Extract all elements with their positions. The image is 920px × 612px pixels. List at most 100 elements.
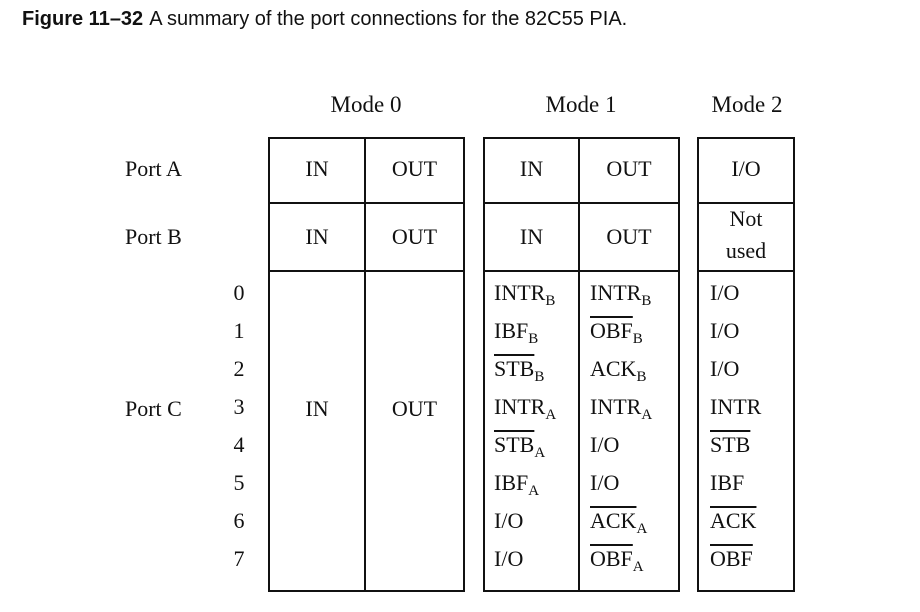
mode-1-port-c-out-bit-3: INTRA [590, 394, 652, 424]
mode-1-port-c-out-bit-0: INTRB [590, 280, 651, 310]
mode-1-port-c-in-bit-3-subscript: A [545, 407, 557, 423]
mode-1-port-c-in-bit-0-text: INTR [494, 280, 546, 305]
mode-1-port-c-in-bit-3-text: INTR [494, 394, 546, 419]
mode-2-port-c-bit-5: IBF [710, 470, 744, 496]
mode-1-port-c-out-bit-1-text: OBF [590, 318, 633, 343]
mode-1-port-c-in-bit-2-subscript: B [534, 369, 545, 385]
mode-1-port-c-out-bit-6-subscript: A [636, 521, 648, 537]
port-c-bit-2: 2 [233, 356, 245, 381]
mode-2-port-c-bit-1: I/O [710, 318, 739, 344]
mode-0-table [268, 137, 465, 592]
mode-2-port-c-bit-7: OBF [710, 546, 753, 572]
mode-1-port-c-out-bit-2-text: ACK [590, 356, 637, 381]
port-c-bit-7: 7 [233, 546, 245, 571]
mode-2-port-c-bit-2: I/O [710, 356, 739, 382]
mode-1-port-c-in-bit-5-subscript: A [528, 483, 540, 499]
mode-2-port-c-bit-3: INTR [710, 394, 761, 420]
mode-0-row-divider-ab [268, 202, 465, 204]
mode-2-port-c-bit-7-text: OBF [710, 546, 753, 571]
figure-number: Figure 11–32 [22, 8, 144, 30]
mode-1-port-c-in-bit-1: IBFB [494, 318, 538, 348]
mode-1-port-c-out-bit-7-text: OBF [590, 546, 633, 571]
mode-1-port-c-out-bit-3-text: INTR [590, 394, 642, 419]
mode-0-row-divider-bc [268, 270, 465, 272]
mode-0-port-a-in: IN [305, 156, 329, 181]
mode-1-port-c-out-bit-3-subscript: A [641, 407, 653, 423]
mode-0-port-b-out: OUT [391, 224, 438, 249]
mode-1-port-c-in-bit-6-text: I/O [494, 508, 524, 533]
mode-1-table [483, 137, 680, 592]
port-a-label: Port A [125, 156, 182, 181]
mode-1-port-c-out-bit-4-text: I/O [590, 432, 620, 457]
mode-2-port-c-bit-4: STB [710, 432, 750, 458]
mode-1-port-c-out-bit-5-text: I/O [590, 470, 620, 495]
mode-1-port-c-in-bit-4: STBA [494, 432, 545, 462]
mode-2-row-divider-ab [697, 202, 795, 204]
mode-2-row-divider-bc [697, 270, 795, 272]
mode-2-port-c-bit-0: I/O [710, 280, 739, 306]
mode-1-port-c-out-bit-6: ACKA [590, 508, 647, 538]
port-c-bit-3: 3 [233, 394, 245, 419]
mode-1-port-c-in-bit-1-text: IBF [494, 318, 529, 343]
port-c-label: Port C [125, 396, 182, 421]
mode-1-port-c-in-bit-7: I/O [494, 546, 523, 572]
mode-1-port-c-in-bit-0-subscript: B [545, 293, 556, 309]
mode-1-port-c-in-bit-5: IBFA [494, 470, 539, 500]
mode-1-port-c-out-bit-4: I/O [590, 432, 619, 458]
mode-1-port-c-out-bit-1: OBFB [590, 318, 643, 348]
mode-1-port-c-out-bit-2-subscript: B [636, 369, 647, 385]
mode-1-header: Mode 1 [545, 92, 617, 117]
mode-0-divider [364, 137, 366, 592]
mode-1-port-c-out-bit-2: ACKB [590, 356, 646, 386]
mode-1-port-c-in-bit-4-subscript: A [534, 445, 546, 461]
mode-1-port-c-out-bit-5: I/O [590, 470, 619, 496]
mode-1-port-c-out-bit-1-subscript: B [632, 331, 643, 347]
mode-1-divider [578, 137, 580, 592]
mode-2-table [697, 137, 795, 592]
mode-0-port-b-in: IN [305, 224, 329, 249]
mode-2-port-c-bit-6-text: ACK [710, 508, 757, 533]
port-c-bit-4: 4 [233, 432, 245, 457]
mode-2-port-b-line-1: Not [729, 206, 763, 231]
mode-0-header: Mode 0 [330, 92, 402, 117]
mode-2-port-c-bit-0-text: I/O [710, 280, 740, 305]
mode-1-port-c-out-bit-0-text: INTR [590, 280, 642, 305]
mode-0-port-c-in: IN [305, 396, 329, 421]
port-c-bit-1: 1 [233, 318, 245, 343]
mode-1-port-b-out: OUT [606, 224, 652, 249]
mode-2-port-c-bit-1-text: I/O [710, 318, 740, 343]
mode-0-port-a-out: OUT [391, 156, 438, 181]
mode-1-port-c-in-bit-5-text: IBF [494, 470, 529, 495]
mode-1-port-c-in-bit-4-text: STB [494, 432, 535, 457]
mode-1-port-c-out-bit-7-subscript: A [632, 559, 644, 575]
figure-caption-text: A summary of the port connections for th… [149, 8, 628, 30]
mode-2-port-c-bit-5-text: IBF [710, 470, 745, 495]
mode-2-port-b-line-2: used [725, 238, 767, 263]
mode-1-port-c-out-bit-0-subscript: B [641, 293, 652, 309]
mode-2-port-c-bit-2-text: I/O [710, 356, 740, 381]
mode-0-port-c-out: OUT [391, 396, 438, 421]
port-c-bit-5: 5 [233, 470, 245, 495]
mode-1-port-c-in-bit-2: STBB [494, 356, 544, 386]
mode-1-port-c-in-bit-0: INTRB [494, 280, 555, 310]
mode-1-row-divider-ab [483, 202, 680, 204]
port-c-bit-0: 0 [233, 280, 245, 305]
port-c-bit-6: 6 [233, 508, 245, 533]
mode-2-port-a: I/O [731, 156, 761, 181]
mode-1-port-c-in-bit-3: INTRA [494, 394, 556, 424]
mode-2-port-c-bit-4-text: STB [710, 432, 751, 457]
mode-1-row-divider-bc [483, 270, 680, 272]
mode-1-port-c-out-bit-7: OBFA [590, 546, 644, 576]
mode-1-port-a-out: OUT [606, 156, 652, 181]
mode-1-port-a-in: IN [519, 156, 544, 181]
mode-2-port-c-bit-3-text: INTR [710, 394, 762, 419]
mode-1-port-c-in-bit-6: I/O [494, 508, 523, 534]
mode-1-port-c-in-bit-2-text: STB [494, 356, 535, 381]
port-b-label: Port B [125, 224, 182, 249]
mode-1-port-c-out-bit-6-text: ACK [590, 508, 637, 533]
mode-1-port-c-in-bit-7-text: I/O [494, 546, 524, 571]
mode-1-port-b-in: IN [519, 224, 544, 249]
mode-2-port-c-bit-6: ACK [710, 508, 756, 534]
mode-1-port-c-in-bit-1-subscript: B [528, 331, 539, 347]
